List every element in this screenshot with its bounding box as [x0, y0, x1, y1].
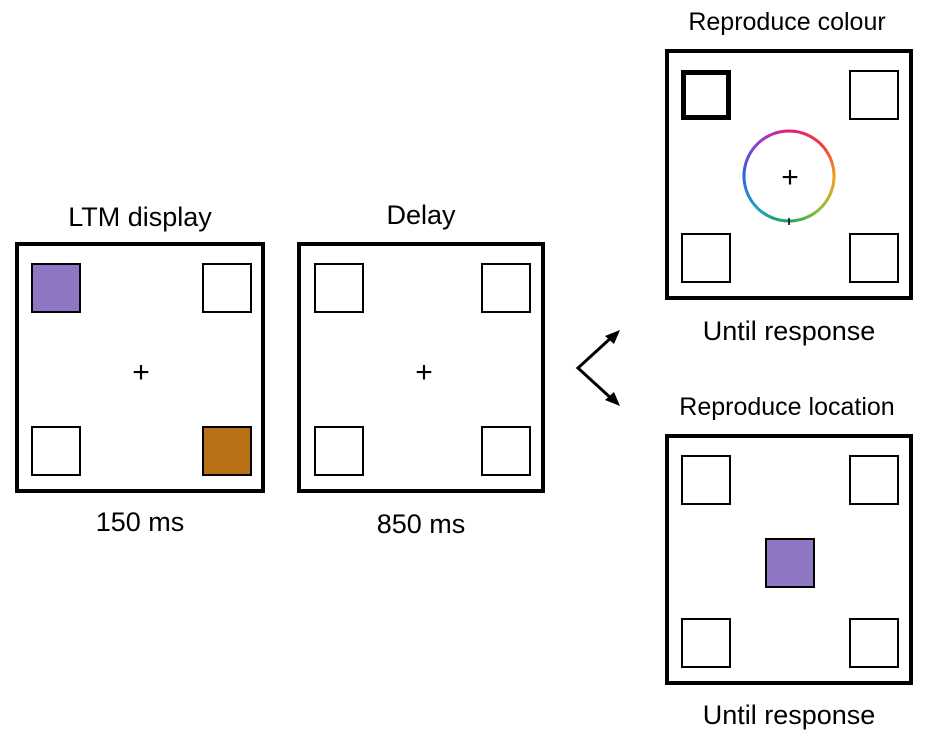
colour-wheel-segment[interactable]	[822, 146, 828, 152]
colour-wheel-segment[interactable]	[831, 179, 836, 185]
colour-wheel-segment[interactable]	[765, 133, 772, 139]
colour-wheel-segment[interactable]	[819, 143, 826, 149]
colour-wheel-segment[interactable]	[800, 131, 806, 136]
colour-wheel-segment[interactable]	[745, 155, 750, 162]
delay-panel: +	[297, 242, 545, 493]
colour-wheel-segment[interactable]	[826, 152, 832, 159]
delay-square-bottom-right	[481, 426, 531, 476]
colour-wheel-segment[interactable]	[803, 132, 810, 137]
reproduce-location-duration: Until response	[702, 700, 876, 730]
colour-wheel-segment[interactable]	[792, 218, 798, 223]
colour-wheel-segment[interactable]	[748, 148, 754, 155]
colour-wheel-segment[interactable]	[756, 139, 762, 146]
colour-wheel-segment[interactable]	[799, 216, 805, 222]
colour-wheel-segment[interactable]	[813, 209, 819, 215]
colour-wheel-segment[interactable]	[750, 200, 756, 206]
colour-wheel-segment[interactable]	[743, 163, 748, 169]
colour-wheel-segment[interactable]	[776, 217, 782, 222]
colour-wheel-segment[interactable]	[742, 167, 747, 173]
ltm-duration: 150 ms	[95, 507, 185, 537]
delay-square-top-left	[314, 263, 364, 313]
colour-square-top-right	[849, 70, 899, 120]
colour-wheel-segment[interactable]	[795, 218, 802, 222]
colour-wheel-segment[interactable]	[748, 197, 754, 203]
colour-square-bottom-right	[849, 233, 899, 283]
colour-wheel-segment[interactable]	[803, 215, 809, 220]
location-square-bottom-left	[681, 618, 731, 668]
colour-wheel-segment[interactable]	[824, 149, 830, 155]
colour-wheel-segment[interactable]	[769, 132, 775, 137]
fixation-cross: +	[415, 356, 433, 389]
colour-wheel-segment[interactable]	[829, 187, 834, 193]
colour-wheel-segment[interactable]	[746, 152, 752, 158]
colour-wheel-segment[interactable]	[796, 130, 802, 135]
colour-wheel-segment[interactable]	[829, 160, 835, 166]
colour-wheel-segment[interactable]	[772, 216, 778, 221]
colour-wheel-segment[interactable]	[776, 130, 783, 134]
reproduce-colour-panel: +	[665, 49, 913, 300]
colour-wheel-segment[interactable]	[745, 190, 750, 196]
branch-arrows-icon	[575, 330, 620, 406]
colour-wheel-segment[interactable]	[828, 190, 833, 197]
colour-wheel-segment[interactable]	[792, 129, 798, 134]
colour-wheel	[742, 129, 836, 223]
location-square-top-right	[849, 455, 899, 505]
colour-wheel-segment[interactable]	[806, 213, 813, 219]
location-probe-square	[765, 538, 815, 588]
colour-wheel-segment[interactable]	[744, 159, 749, 165]
colour-wheel-segment[interactable]	[746, 193, 752, 200]
fixation-cross: +	[132, 356, 150, 389]
colour-wheel-segment[interactable]	[824, 197, 830, 204]
reproduce-colour-title: Reproduce colour	[688, 8, 886, 36]
colour-wheel-segment[interactable]	[816, 206, 822, 213]
colour-wheel-segment[interactable]	[742, 179, 747, 185]
delay-square-top-right	[481, 263, 531, 313]
colour-square-top-left-cued	[681, 70, 731, 120]
colour-wheel-segment[interactable]	[816, 140, 823, 146]
colour-wheel-segment[interactable]	[773, 130, 779, 136]
location-square-bottom-right	[849, 618, 899, 668]
colour-wheel-segment[interactable]	[753, 142, 759, 149]
colour-wheel-segment[interactable]	[752, 203, 759, 209]
colour-wheel-segment[interactable]	[826, 194, 832, 200]
colour-wheel-segment[interactable]	[780, 129, 786, 134]
colour-wheel-segment[interactable]	[759, 137, 765, 143]
colour-wheel-segment[interactable]	[765, 213, 771, 219]
location-square-top-left	[681, 455, 731, 505]
delay-square-bottom-left	[314, 426, 364, 476]
colour-wheel-segment[interactable]	[780, 218, 786, 223]
colour-wheel-segment[interactable]	[819, 203, 825, 210]
reproduce-location-title: Reproduce location	[679, 393, 895, 421]
colour-wheel-segment[interactable]	[830, 183, 835, 189]
colour-wheel-segment[interactable]	[750, 145, 757, 152]
colour-wheel-segment[interactable]	[743, 186, 749, 192]
reproduce-colour-duration: Until response	[702, 316, 876, 346]
reproduce-location-panel	[665, 434, 913, 685]
colour-wheel-segment[interactable]	[831, 167, 836, 173]
fixation-cross: +	[781, 161, 799, 194]
ltm-square-bottom-right	[202, 426, 252, 476]
ltm-square-top-right	[202, 263, 252, 313]
colour-wheel-segment[interactable]	[831, 163, 835, 170]
colour-wheel-segment[interactable]	[828, 156, 833, 162]
colour-wheel-segment[interactable]	[758, 208, 765, 215]
ltm-title: LTM display	[68, 202, 212, 232]
delay-duration: 850 ms	[376, 509, 466, 539]
colour-wheel-segment[interactable]	[768, 215, 775, 220]
delay-title: Delay	[386, 200, 456, 230]
colour-wheel-segment[interactable]	[743, 182, 747, 189]
colour-wheel-segment[interactable]	[810, 135, 817, 141]
colour-wheel-segment[interactable]	[761, 211, 768, 217]
ltm-display-panel: +	[15, 242, 265, 493]
colour-wheel-segment[interactable]	[813, 137, 820, 144]
colour-wheel-segment[interactable]	[810, 211, 816, 217]
ltm-square-top-left	[31, 263, 81, 313]
colour-square-bottom-left	[681, 233, 731, 283]
ltm-square-bottom-left	[31, 426, 81, 476]
colour-wheel-segment[interactable]	[755, 206, 762, 212]
colour-wheel-segment[interactable]	[762, 135, 768, 141]
colour-wheel-segment[interactable]	[807, 133, 813, 139]
colour-wheel-segment[interactable]	[821, 200, 828, 207]
